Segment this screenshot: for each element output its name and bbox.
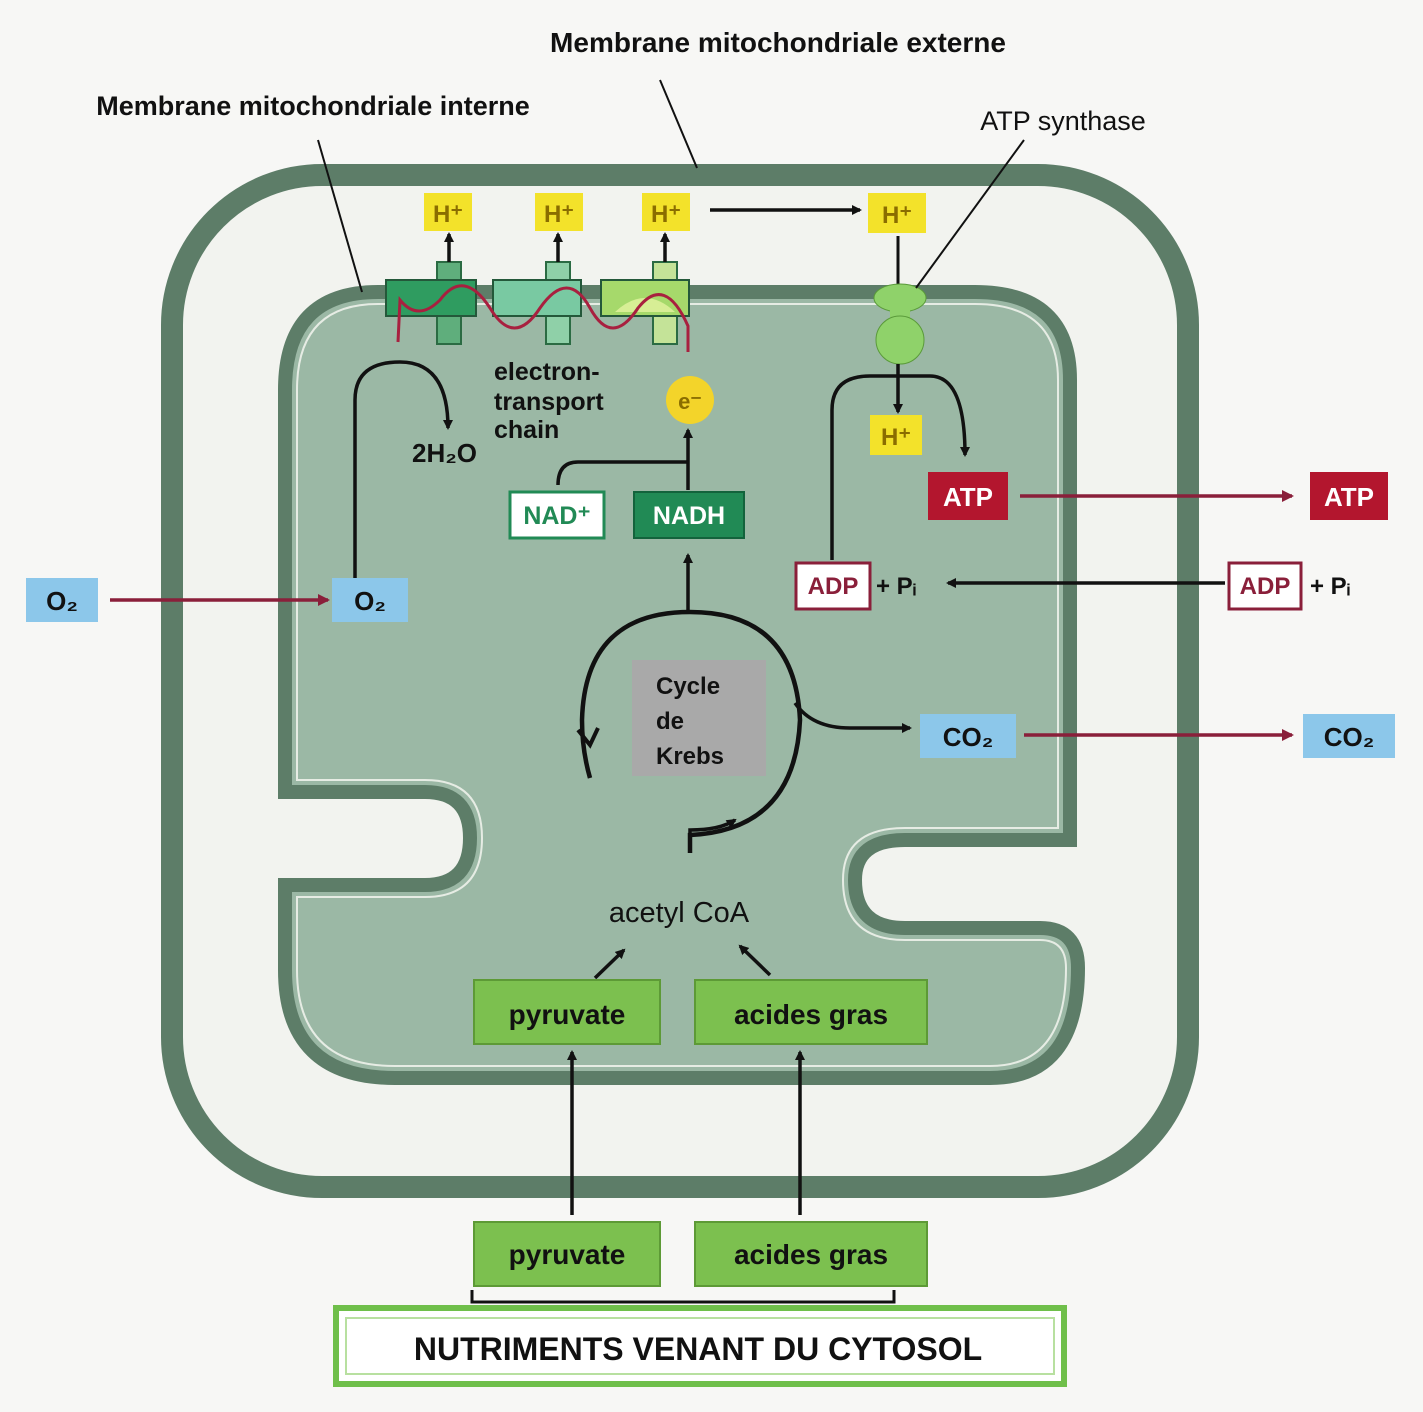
etc-label-line1: electron- — [494, 358, 600, 386]
atp-outer-label: ATP — [1324, 482, 1374, 512]
adp-inner-label: ADP — [808, 573, 859, 600]
fatty-acids-inner-box — [694, 979, 928, 1045]
etc-label-line3: chain — [494, 416, 559, 444]
adp-outer-box — [1227, 561, 1303, 611]
h-plus-2: H⁺ — [544, 201, 574, 228]
co2-inner-label: CO₂ — [943, 722, 994, 752]
adp-outer-label: ADP — [1240, 573, 1291, 600]
krebs-cycle-box — [632, 660, 766, 776]
atp-inner-label: ATP — [943, 482, 993, 512]
o2-outer-label: O₂ — [46, 586, 78, 616]
nadh-box — [633, 491, 745, 539]
o2-outer-box — [26, 578, 98, 622]
krebs-line1: Cycle — [656, 673, 720, 700]
electron-circle — [666, 376, 714, 424]
atp-outer-box — [1310, 472, 1388, 520]
h-plus-3: H⁺ — [651, 201, 681, 228]
pyruvate-inner-box — [473, 979, 661, 1045]
pyruvate-outer-box — [473, 1221, 661, 1287]
fatty-acids-outer-box — [694, 1221, 928, 1287]
krebs-cycle-arrowhead — [576, 727, 600, 749]
pyruvate-outer-label: pyruvate — [509, 1239, 626, 1270]
nutrients-bracket — [470, 1290, 896, 1304]
nutrients-banner — [333, 1305, 1067, 1387]
nad-label: NAD⁺ — [523, 502, 590, 530]
krebs-line3: Krebs — [656, 743, 724, 770]
fatty-acids-inner-label: acides gras — [734, 999, 888, 1030]
fatty-acids-outer-label: acides gras — [734, 1239, 888, 1270]
krebs-line2: de — [656, 708, 684, 735]
leader-atp-synthase — [915, 139, 1025, 289]
h-plus-1: H⁺ — [433, 201, 463, 228]
inner-membrane-highlight — [296, 303, 1068, 1067]
co2-outer-box — [1303, 714, 1395, 758]
o2-inner-label: O₂ — [354, 586, 386, 616]
arrows — [353, 205, 1225, 1215]
nutrients-label: NUTRIMENTS VENANT DU CYTOSOL — [414, 1331, 982, 1367]
atp-synthase — [873, 236, 927, 365]
pyruvate-inner-label: pyruvate — [509, 999, 626, 1030]
o2-inner-box — [332, 578, 408, 622]
pi-inner-label: + Pᵢ — [876, 573, 916, 600]
water-label: 2H₂O — [412, 438, 477, 468]
co2-outer-label: CO₂ — [1324, 722, 1375, 752]
leader-inner-membrane — [317, 139, 363, 293]
leader-outer-membrane — [659, 79, 698, 169]
etc-label-line2: transport — [494, 388, 604, 416]
krebs-cycle-loop — [579, 609, 803, 853]
nad-box — [508, 490, 606, 540]
transport-arrows — [110, 490, 1294, 741]
atp-inner-box — [928, 472, 1008, 520]
electron-flow-path — [396, 284, 690, 352]
h-plus-5: H⁺ — [881, 424, 911, 451]
h-plus-boxes: H⁺ H⁺ H⁺ H⁺ H⁺ — [424, 193, 926, 455]
electron-transport-chain — [385, 261, 690, 352]
outer-membrane-label: Membrane mitochondriale externe — [550, 27, 1006, 58]
electron-label: e⁻ — [678, 389, 702, 414]
h-plus-4: H⁺ — [882, 202, 912, 229]
nadh-label: NADH — [653, 502, 725, 530]
adp-inner-box — [794, 561, 872, 611]
pi-outer-label: + Pᵢ — [1310, 573, 1350, 600]
inner-membrane-label: Membrane mitochondriale interne — [96, 91, 530, 121]
acetyl-coa-label: acetyl CoA — [609, 897, 750, 929]
atp-synthase-label: ATP synthase — [980, 106, 1146, 136]
co2-inner-box — [920, 714, 1016, 758]
